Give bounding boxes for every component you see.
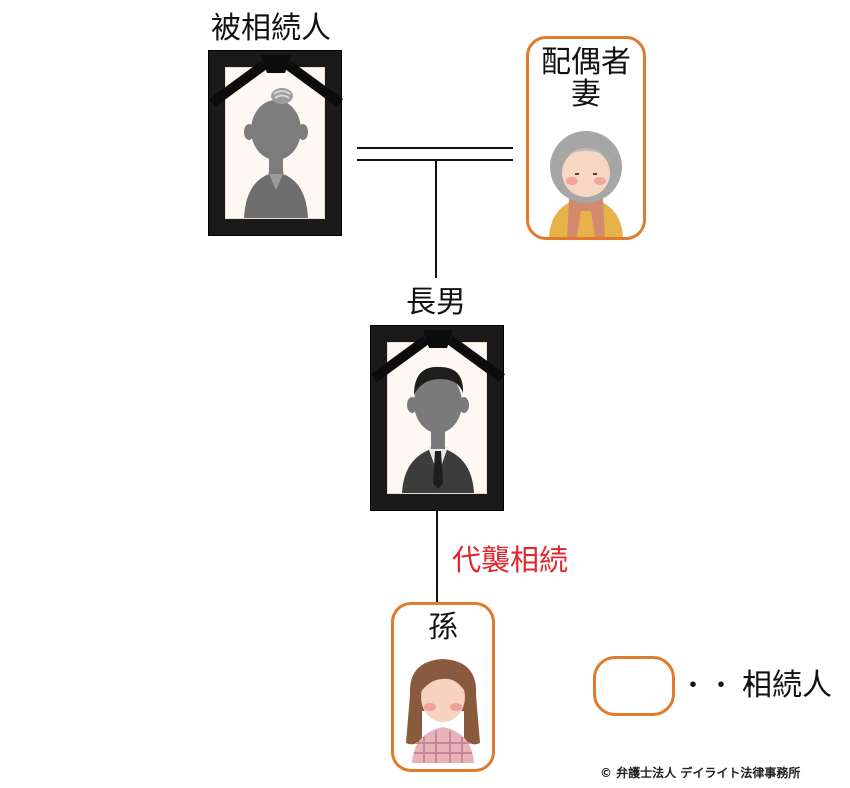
legend-heir-box	[593, 656, 675, 716]
memorial-portrait-man-in-suit-icon	[402, 366, 474, 493]
spouse-label: 配偶者 妻	[529, 47, 643, 111]
mourning-ribbon-icon	[371, 330, 505, 382]
decedent-label: 被相続人	[211, 11, 331, 46]
grandchild-label: 孫	[428, 610, 458, 645]
substitution-label: 代襲相続	[452, 543, 569, 577]
marriage-line-bottom	[357, 159, 513, 161]
copyright-text: © 弁護士法人 デイライト法律事務所	[600, 766, 801, 780]
memorial-portrait-elderly-man-icon	[244, 88, 308, 218]
spouse-label-line1: 配偶者	[541, 45, 631, 80]
decedent-portrait	[225, 67, 325, 219]
young-woman-icon	[406, 659, 480, 763]
descent-line-son-to-grandchild	[436, 511, 438, 604]
grandchild-heir-box: 孫	[391, 602, 495, 772]
legend-text: 相続人	[742, 668, 832, 703]
spouse-label-line2: 妻	[571, 77, 601, 112]
marriage-line-top	[357, 147, 513, 149]
spouse-heir-box: 配偶者 妻	[526, 36, 646, 240]
mourning-ribbon-icon	[209, 55, 343, 107]
legend-dots: ・・・	[680, 671, 765, 701]
elderly-woman-icon	[549, 131, 623, 237]
decedent-memorial-frame	[208, 50, 343, 236]
eldest-son-memorial-frame	[370, 325, 505, 511]
descent-line-parents-to-son	[435, 161, 437, 278]
eldest-son-portrait	[387, 342, 487, 494]
eldest-son-label: 長男	[406, 285, 466, 320]
